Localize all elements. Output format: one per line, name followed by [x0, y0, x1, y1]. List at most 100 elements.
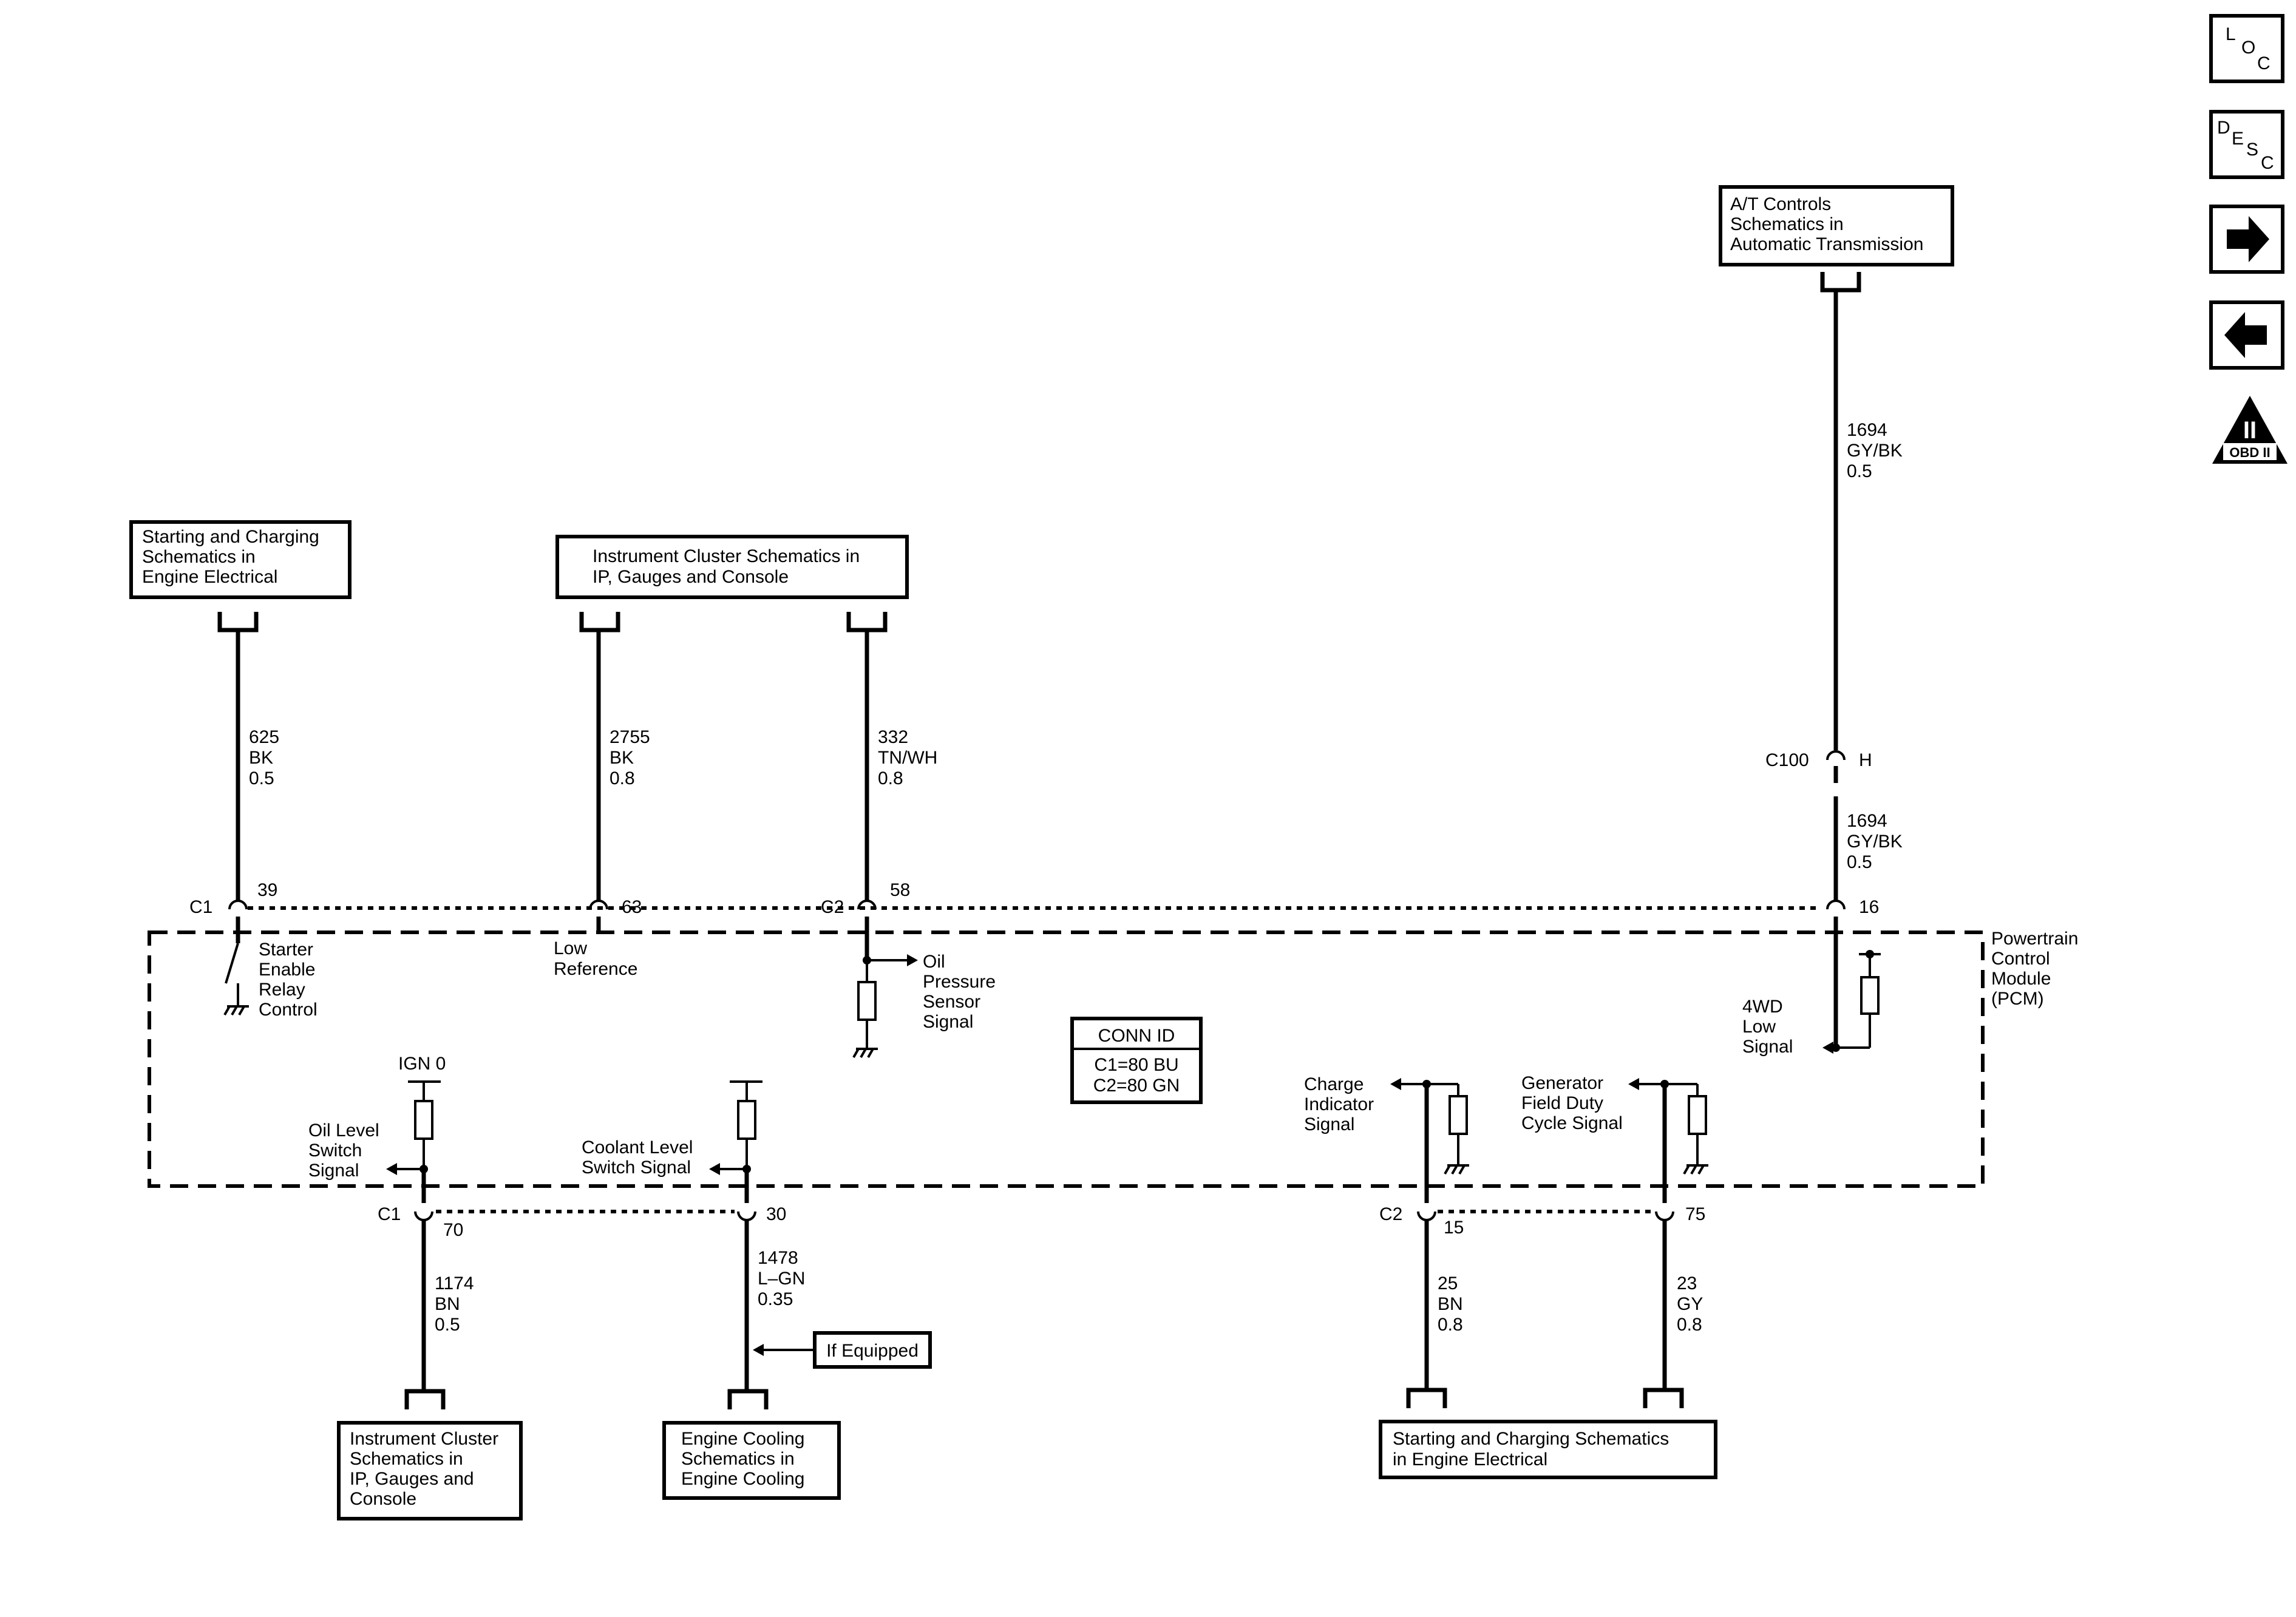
svg-text:Starting and Charging: Starting and Charging	[142, 527, 319, 547]
svg-text:Automatic Transmission: Automatic Transmission	[1730, 234, 1923, 254]
ref-at-controls[interactable]: A/T Controls Schematics in Automatic Tra…	[1719, 185, 1954, 266]
svg-text:Signal: Signal	[1304, 1114, 1354, 1134]
svg-text:4WD: 4WD	[1742, 997, 1783, 1017]
pcm-boundary	[148, 931, 1985, 1188]
wire-2755-color: BK	[610, 748, 634, 768]
stub-starting-bottom-left	[1406, 1388, 1447, 1408]
pin-39: 39	[257, 880, 277, 900]
obd-ii-badge[interactable]: II OBD II	[2212, 396, 2288, 464]
svg-text:in Engine Electrical: in Engine Electrical	[1393, 1449, 1547, 1470]
svg-text:Console: Console	[350, 1489, 416, 1509]
conn-id-title: CONN ID	[1098, 1026, 1175, 1046]
circuit-25: Charge Indicator Signal C2 15 25 BN 0.8	[1304, 1074, 1469, 1390]
svg-text:Control: Control	[259, 1000, 318, 1020]
wire-1478-size: 0.35	[758, 1289, 793, 1309]
left-arrow-icon	[2224, 312, 2267, 358]
connector-c100: C100	[1765, 750, 1809, 770]
ref-engine-cooling[interactable]: Engine Cooling Schematics in Engine Cool…	[662, 1421, 841, 1500]
wire-625-size: 0.5	[249, 768, 274, 788]
wire-332-number: 332	[878, 727, 908, 747]
svg-text:Enable: Enable	[259, 960, 315, 980]
svg-text:Schematics in: Schematics in	[681, 1449, 795, 1469]
pin-75: 75	[1685, 1204, 1705, 1224]
wire-1174-color: BN	[435, 1294, 460, 1314]
svg-text:Switch Signal: Switch Signal	[582, 1158, 691, 1178]
stub-instr-bottom	[404, 1389, 446, 1409]
wire-1694-bottom-color: GY/BK	[1847, 832, 1903, 852]
svg-text:Starter: Starter	[259, 940, 313, 960]
connector-c1-top: C1	[189, 897, 212, 917]
wire-23-size: 0.8	[1677, 1315, 1702, 1335]
ref-starting-charging-top[interactable]: Starting and Charging Schematics in Engi…	[129, 520, 352, 599]
desc-button[interactable]: D E S C	[2209, 110, 2284, 179]
svg-text:Low: Low	[1742, 1017, 1776, 1037]
pin-63: 63	[622, 897, 642, 917]
circuit-625: 625 BK 0.5 C1 39 Starter Enable Relay Co…	[189, 630, 318, 1020]
wire-1694-top-size: 0.5	[1847, 461, 1872, 481]
wire-25-color: BN	[1438, 1294, 1463, 1314]
svg-text:Oil: Oil	[923, 952, 945, 972]
svg-text:Engine Electrical: Engine Electrical	[142, 567, 277, 587]
svg-text:Oil Level: Oil Level	[308, 1120, 379, 1141]
svg-text:IP, Gauges and Console: IP, Gauges and Console	[593, 567, 789, 587]
desc-letter-c: C	[2261, 153, 2274, 173]
wire-2755-size: 0.8	[610, 768, 635, 788]
pin-70: 70	[443, 1220, 463, 1240]
ref-instrument-cluster-bottom[interactable]: Instrument Cluster Schematics in IP, Gau…	[337, 1421, 523, 1520]
loc-letter-c: C	[2257, 53, 2271, 73]
circuit-2755: 2755 BK 0.8 63 Low Reference	[554, 630, 650, 979]
wire-625-color: BK	[249, 748, 273, 768]
svg-text:IP, Gauges and: IP, Gauges and	[350, 1469, 474, 1489]
wire-1694-top-number: 1694	[1847, 420, 1887, 440]
pin-16: 16	[1859, 897, 1879, 917]
pin-15: 15	[1444, 1218, 1464, 1238]
loc-letter-o: O	[2241, 38, 2255, 58]
svg-text:Reference: Reference	[554, 959, 637, 979]
connector-c100-pin: H	[1859, 750, 1872, 770]
circuit-1694: 1694 GY/BK 0.5 C100 H 1694 GY/BK 0.5 16 …	[1742, 290, 1903, 1057]
svg-text:Instrument Cluster Schematics: Instrument Cluster Schematics in	[593, 546, 860, 566]
wire-1694-bottom-number: 1694	[1847, 811, 1887, 831]
ign-0-label: IGN 0	[398, 1054, 446, 1074]
circuit-23: Generator Field Duty Cycle Signal 75 23 …	[1521, 1073, 1708, 1390]
loc-button[interactable]: L O C	[2209, 14, 2284, 83]
conn-id-c1: C1=80 BU	[1094, 1055, 1178, 1075]
ref-instrument-cluster-top[interactable]: Instrument Cluster Schematics in IP, Gau…	[555, 535, 909, 599]
svg-text:Signal: Signal	[308, 1161, 359, 1181]
ref-starting-charging-bottom[interactable]: Starting and Charging Schematics in Engi…	[1379, 1420, 1717, 1479]
wire-23-color: GY	[1677, 1294, 1703, 1314]
svg-text:Schematics in: Schematics in	[1730, 214, 1844, 234]
previous-arrow-button[interactable]	[2209, 300, 2284, 370]
stub-engine-cooling	[727, 1389, 769, 1409]
next-arrow-button[interactable]	[2209, 205, 2284, 274]
stub-starting-bottom-right	[1643, 1388, 1684, 1408]
svg-text:Charge: Charge	[1304, 1074, 1364, 1094]
stub-starting-top	[217, 612, 259, 632]
conn-id-box: CONN ID C1=80 BU C2=80 GN	[1070, 1017, 1203, 1104]
stub-at-controls	[1820, 272, 1861, 293]
desc-letter-s: S	[2246, 140, 2258, 160]
svg-text:Engine Cooling: Engine Cooling	[681, 1469, 804, 1489]
svg-text:Control: Control	[1991, 949, 2050, 969]
connector-c2-bottom: C2	[1379, 1204, 1402, 1224]
svg-text:Sensor: Sensor	[923, 992, 980, 1012]
svg-text:(PCM): (PCM)	[1991, 989, 2044, 1009]
wire-2755-number: 2755	[610, 727, 650, 747]
wire-1694-bottom-size: 0.5	[1847, 852, 1872, 872]
if-equipped-callout: If Equipped	[813, 1331, 932, 1369]
wire-23-number: 23	[1677, 1273, 1697, 1293]
wire-1478-color: L–GN	[758, 1269, 805, 1289]
pin-30: 30	[766, 1204, 786, 1224]
svg-text:Coolant Level: Coolant Level	[582, 1137, 693, 1158]
svg-text:Relay: Relay	[259, 980, 305, 1000]
desc-letter-e: E	[2232, 129, 2244, 149]
svg-text:Switch: Switch	[308, 1141, 362, 1161]
loc-letter-l: L	[2226, 24, 2236, 44]
connector-c1-bottom: C1	[378, 1204, 401, 1224]
stub-instr-right	[846, 612, 888, 632]
svg-text:Cycle Signal: Cycle Signal	[1521, 1113, 1623, 1133]
wire-332-color: TN/WH	[878, 748, 937, 768]
stub-instr-left	[579, 612, 620, 632]
svg-text:Field Duty: Field Duty	[1521, 1093, 1603, 1113]
